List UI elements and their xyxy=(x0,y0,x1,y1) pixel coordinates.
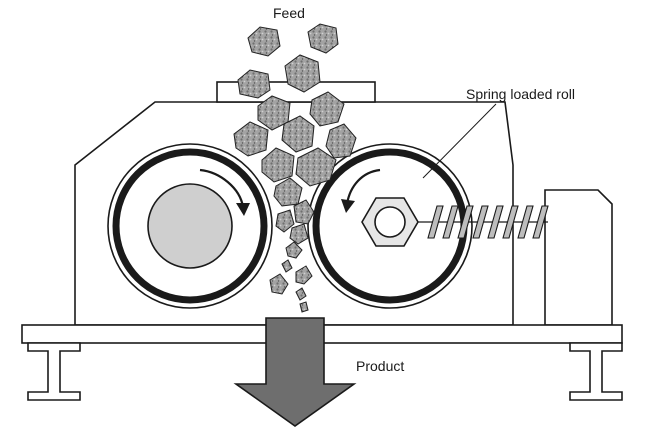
rock xyxy=(295,265,313,285)
product-label: Product xyxy=(356,358,405,374)
fixed-roll-hub xyxy=(147,183,233,269)
rock xyxy=(299,301,309,313)
down-arrow-icon xyxy=(233,317,357,427)
spring-housing-block xyxy=(544,189,613,326)
spring-coil xyxy=(457,205,474,239)
rock xyxy=(233,121,269,157)
rock xyxy=(325,123,357,159)
left-i-beam-support xyxy=(27,342,81,401)
rock xyxy=(247,26,281,57)
rock xyxy=(237,69,271,99)
rock xyxy=(295,147,337,187)
spring-roll-rotation-arrow xyxy=(345,168,381,205)
rock xyxy=(293,199,315,225)
fixed-roll-icon xyxy=(107,143,273,309)
spring-coil xyxy=(472,205,489,239)
spring-icon xyxy=(418,205,549,239)
right-i-beam-support xyxy=(569,342,623,401)
spring-coil xyxy=(517,205,534,239)
rock xyxy=(295,287,307,301)
spring-coil xyxy=(502,205,519,239)
spring-roll-icon xyxy=(307,143,473,309)
spring-coil xyxy=(442,205,459,239)
rock xyxy=(309,91,345,127)
fixed-roll-rotation-arrow xyxy=(199,168,245,208)
spring-coil xyxy=(427,205,444,239)
spring-loaded-roll-label: Spring loaded roll xyxy=(466,86,575,102)
rock xyxy=(261,147,295,183)
feed-label: Feed xyxy=(273,5,305,21)
rock xyxy=(284,54,321,93)
rock xyxy=(281,259,293,273)
spring-coil xyxy=(487,205,504,239)
rock xyxy=(269,273,289,295)
spring-roll-leader-line xyxy=(422,103,497,179)
rock xyxy=(289,223,309,245)
feed-rocks xyxy=(233,23,357,313)
rock xyxy=(307,23,339,54)
rock xyxy=(275,209,295,233)
hex-nut-bore xyxy=(374,206,406,238)
rock xyxy=(285,241,303,259)
spring-coil xyxy=(532,205,549,239)
rock xyxy=(281,115,315,153)
